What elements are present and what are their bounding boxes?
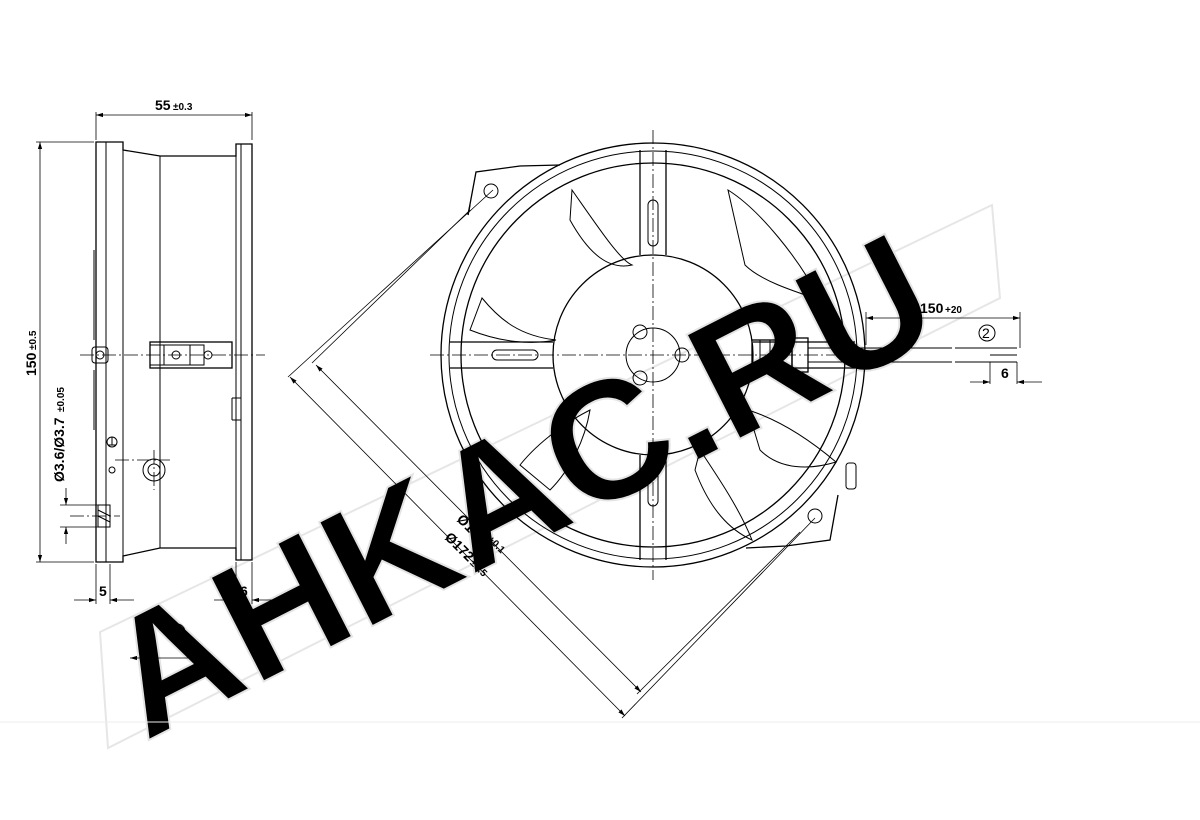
height-tol: ±0.5 [28, 330, 39, 350]
depth-tol: ±0.3 [173, 102, 193, 113]
left-offset-value: 5 [99, 583, 107, 599]
airflow-callout [168, 623, 186, 641]
airflow-callout-label: 1 [172, 624, 180, 640]
lead-strip-value: 6 [1001, 365, 1009, 381]
watermark-text: AHKAC.RU [76, 197, 964, 775]
mount-hole-value: Ø3.6/Ø3.7 [51, 417, 67, 482]
watermark: AHKAC.RU [75, 196, 1002, 776]
lead-length-tol: +20 [945, 305, 962, 316]
side-view [70, 141, 265, 563]
right-offset-value: 6 [240, 583, 248, 599]
mount-hole-tol: ±0.05 [56, 387, 67, 412]
lead-length-value: 150 [920, 300, 944, 316]
height-value: 150 [23, 352, 39, 376]
side-dimensions: 55 ±0.3 150 ±0.5 Ø3.6/Ø3.7 ±0.05 5 6 [23, 97, 276, 661]
depth-value: 55 [155, 97, 171, 113]
leads-callout-label: 2 [982, 325, 990, 341]
leads-callout [978, 324, 996, 342]
front-view [430, 130, 1017, 580]
